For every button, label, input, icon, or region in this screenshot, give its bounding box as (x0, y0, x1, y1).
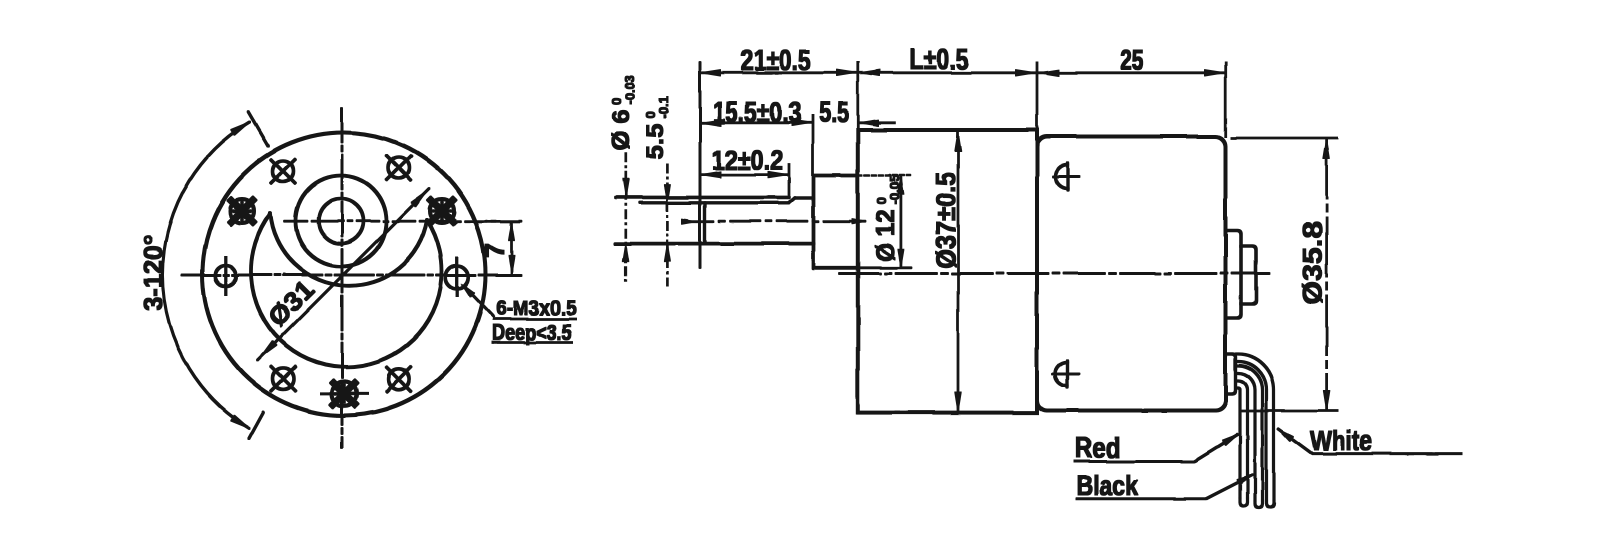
svg-text:Deep<3.5: Deep<3.5 (492, 320, 572, 345)
svg-text:Ø37±0.5: Ø37±0.5 (931, 172, 961, 269)
svg-text:Ø35.8: Ø35.8 (1298, 221, 1328, 305)
svg-text:Ø 6: Ø 6 (608, 110, 635, 151)
svg-text:6-M3x0.5: 6-M3x0.5 (496, 297, 576, 320)
svg-text:0: 0 (874, 197, 889, 204)
svg-text:5.5: 5.5 (642, 124, 669, 160)
svg-text:3-120°: 3-120° (138, 235, 168, 311)
svg-text:Red: Red (1075, 433, 1121, 465)
svg-text:21±0.5: 21±0.5 (741, 45, 811, 77)
svg-text:25: 25 (1121, 45, 1144, 77)
svg-text:12±0.2: 12±0.2 (712, 145, 783, 176)
svg-text:-0.05: -0.05 (887, 175, 902, 205)
svg-text:Ø 12: Ø 12 (870, 209, 900, 261)
svg-text:-0.03: -0.03 (622, 75, 637, 105)
svg-text:7: 7 (480, 243, 510, 258)
svg-text:15.5±0.3: 15.5±0.3 (713, 97, 802, 129)
svg-text:L±0.5: L±0.5 (909, 44, 968, 76)
svg-text:White: White (1310, 425, 1372, 456)
svg-text:5.5: 5.5 (819, 97, 849, 129)
svg-text:-0.1: -0.1 (656, 96, 671, 118)
svg-text:Black: Black (1076, 470, 1138, 501)
svg-text:0: 0 (643, 111, 658, 118)
svg-text:0: 0 (609, 97, 624, 104)
